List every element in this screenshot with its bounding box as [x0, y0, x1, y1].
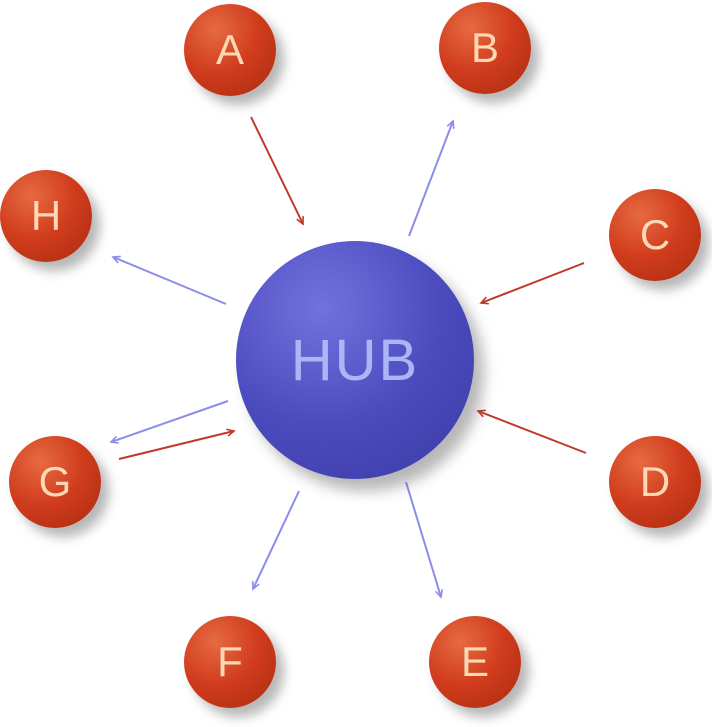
node-label: F: [217, 638, 243, 685]
node-d: D: [609, 436, 701, 528]
node-label: C: [639, 211, 671, 258]
node-h: H: [0, 170, 92, 262]
node-b: B: [439, 2, 531, 94]
arrow-hub-to-f: [252, 490, 300, 591]
arrow-c-to-hub: [479, 262, 585, 305]
node-label: E: [460, 638, 489, 685]
node-label: H: [30, 192, 62, 239]
node-f: F: [184, 616, 276, 708]
node-e: E: [429, 616, 521, 708]
arrow-hub-to-e: [405, 481, 444, 599]
node-g: G: [9, 436, 101, 528]
node-label: G: [38, 458, 72, 505]
hub-label: HUB: [290, 327, 420, 393]
node-label: A: [215, 26, 244, 73]
arrow-a-to-hub: [250, 116, 304, 226]
node-label: D: [639, 458, 671, 505]
arrow-hub-to-h: [111, 255, 227, 305]
node-a: A: [184, 4, 276, 96]
arrow-d-to-hub: [476, 409, 587, 454]
arrow-hub-to-b: [408, 119, 455, 237]
arrow-hub-to-g: [109, 400, 229, 444]
node-c: C: [609, 189, 701, 281]
node-label: B: [470, 24, 499, 71]
arrow-g-to-hub: [118, 428, 236, 460]
hub-node: HUB: [236, 241, 474, 479]
